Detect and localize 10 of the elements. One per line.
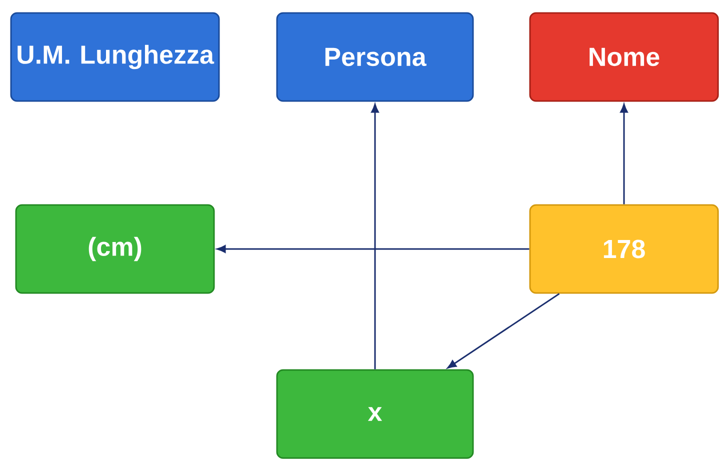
label-box: x <box>276 369 474 459</box>
label-box: U.M. Lunghezza <box>10 12 220 102</box>
arrow <box>371 104 379 370</box>
label-box: Nome <box>529 12 719 102</box>
label-box: (cm) <box>15 204 215 294</box>
arrow <box>620 104 628 204</box>
label-box: Persona <box>276 12 474 102</box>
arrow <box>216 245 530 253</box>
label-box: 178 <box>529 204 719 294</box>
arrow <box>447 293 560 368</box>
